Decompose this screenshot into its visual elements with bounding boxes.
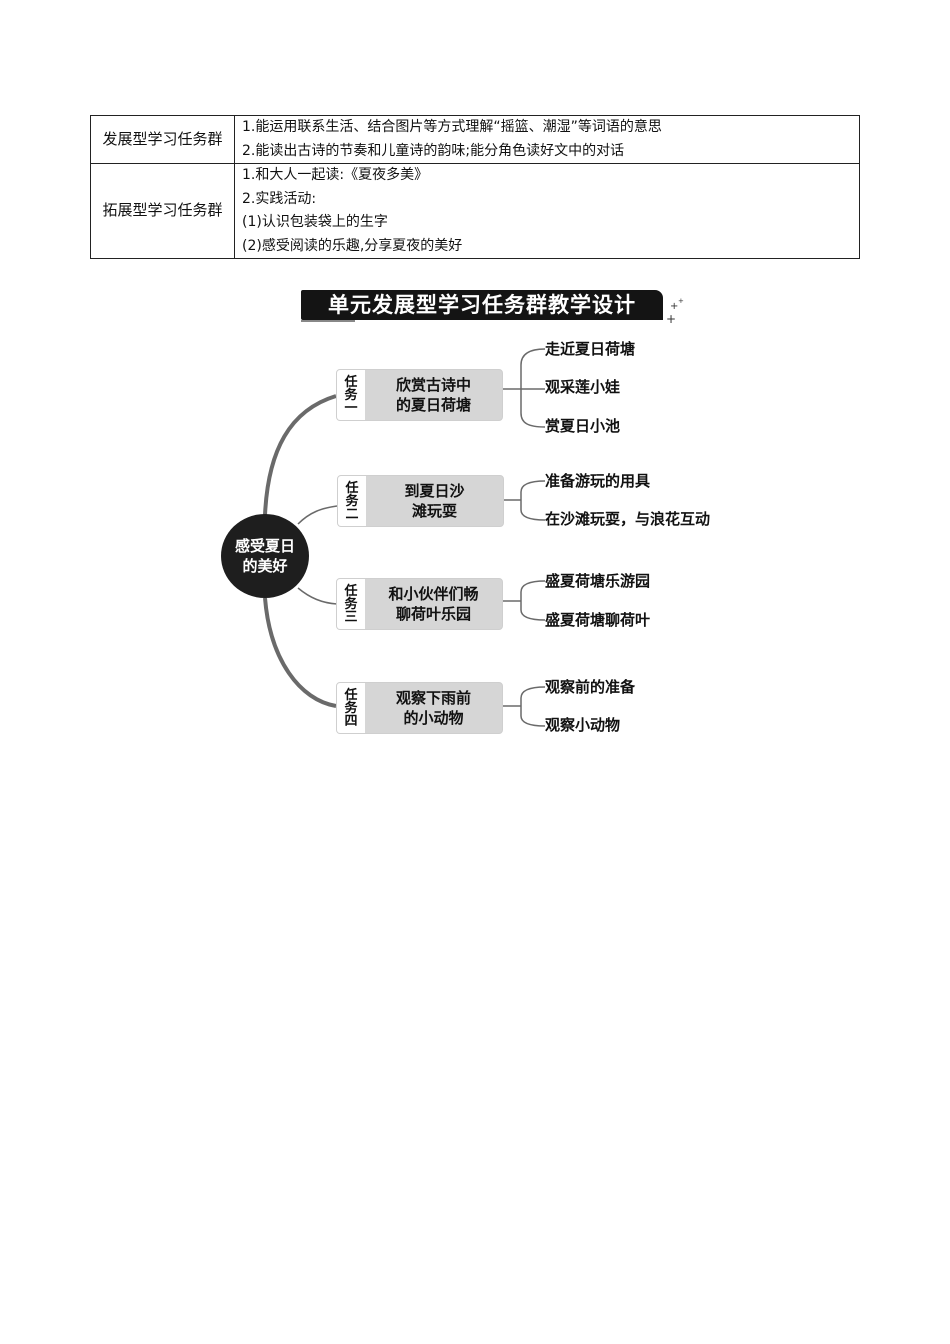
tag-char: 三 <box>344 609 358 625</box>
task-name: 到夏日沙滩玩耍 <box>366 476 503 526</box>
mindmap-title: 单元发展型学习任务群教学设计 <box>301 290 663 320</box>
task-tag: 任 务 一 <box>337 370 365 420</box>
task-name-line: 滩玩耍 <box>411 502 457 520</box>
subtask-item: 观察小动物 <box>545 716 621 734</box>
row-content: 1.和大人一起读:《夏夜多美》 2.实践活动: (1)认识包装袋上的生字 (2)… <box>234 163 860 259</box>
subtask-item: 在沙滩玩耍，与浪花互动 <box>545 510 711 528</box>
row-content: 1.能运用联系生活、结合图片等方式理解“摇篮、潮湿”等词语的意思 2.能读出古诗… <box>234 115 860 164</box>
sparkle-icon: + <box>670 301 679 312</box>
task-name-line: 观察下雨前 <box>395 689 471 707</box>
subtask-item: 赏夏日小池 <box>545 417 621 435</box>
subtask-item: 走近夏日荷塘 <box>545 340 636 358</box>
task-name-line: 到夏日沙 <box>404 482 465 500</box>
subtask-item: 准备游玩的用具 <box>545 472 651 490</box>
task-tag: 任 务 四 <box>337 683 365 733</box>
tag-char: 务 <box>345 493 359 509</box>
task-name-line: 的夏日荷塘 <box>395 396 471 414</box>
content-line: 1.能运用联系生活、结合图片等方式理解“摇篮、潮湿”等词语的意思 <box>242 119 662 135</box>
task-name: 观察下雨前的小动物 <box>365 683 502 733</box>
sparkle-icon: + <box>678 297 684 305</box>
tag-char: 务 <box>344 700 358 716</box>
task-name-line: 的小动物 <box>403 709 464 727</box>
task-name: 和小伙伴们畅聊荷叶乐园 <box>365 579 502 629</box>
task-node-3: 任 务 三 和小伙伴们畅聊荷叶乐园 <box>336 578 503 630</box>
tag-char: 任 <box>345 480 359 496</box>
tag-char: 务 <box>344 596 358 612</box>
central-topic-line: 感受夏日 <box>234 537 295 555</box>
tag-char: 任 <box>344 583 358 599</box>
row-label: 拓展型学习任务群 <box>90 163 235 259</box>
task-node-2: 任 务 二 到夏日沙滩玩耍 <box>337 475 504 527</box>
task-node-1: 任 务 一 欣赏古诗中的夏日荷塘 <box>336 369 503 421</box>
tag-char: 四 <box>344 713 358 729</box>
task-tag: 任 务 二 <box>338 476 366 526</box>
table-row: 发展型学习任务群 1.能运用联系生活、结合图片等方式理解“摇篮、潮湿”等词语的意… <box>90 115 860 164</box>
task-node-4: 任 务 四 观察下雨前的小动物 <box>336 682 503 734</box>
tag-char: 务 <box>344 387 358 403</box>
tag-char: 二 <box>345 506 359 522</box>
table-row: 拓展型学习任务群 1.和大人一起读:《夏夜多美》 2.实践活动: (1)认识包装… <box>90 163 860 259</box>
central-topic: 感受夏日 的美好 <box>221 514 309 598</box>
content-line: 2.实践活动: <box>242 190 317 207</box>
subtask-item: 盛夏荷塘聊荷叶 <box>545 611 651 629</box>
content-line: (2)感受阅读的乐趣,分享夏夜的美好 <box>242 237 463 254</box>
subtask-item: 盛夏荷塘乐游园 <box>545 572 651 590</box>
sparkle-icon: + <box>666 312 677 326</box>
tag-char: 一 <box>344 400 358 416</box>
tag-char: 任 <box>344 687 358 703</box>
task-group-table: 发展型学习任务群 1.能运用联系生活、结合图片等方式理解“摇篮、潮湿”等词语的意… <box>90 115 860 259</box>
central-topic-line: 的美好 <box>242 557 288 575</box>
task-name-line: 聊荷叶乐园 <box>395 605 471 623</box>
title-underline <box>301 320 355 322</box>
task-tag: 任 务 三 <box>337 579 365 629</box>
task-name-line: 欣赏古诗中 <box>395 376 471 394</box>
content-line: (1)认识包装袋上的生字 <box>242 214 388 230</box>
tag-char: 任 <box>344 374 358 390</box>
subtask-item: 观察前的准备 <box>545 678 636 696</box>
row-label: 发展型学习任务群 <box>90 115 235 164</box>
content-line: 1.和大人一起读:《夏夜多美》 <box>242 167 429 183</box>
task-name: 欣赏古诗中的夏日荷塘 <box>365 370 502 420</box>
task-name-line: 和小伙伴们畅 <box>388 585 479 603</box>
mindmap-connectors <box>263 348 546 727</box>
subtask-item: 观采莲小娃 <box>545 378 621 396</box>
content-line: 2.能读出古诗的节奏和儿童诗的韵味;能分角色读好文中的对话 <box>242 142 625 159</box>
